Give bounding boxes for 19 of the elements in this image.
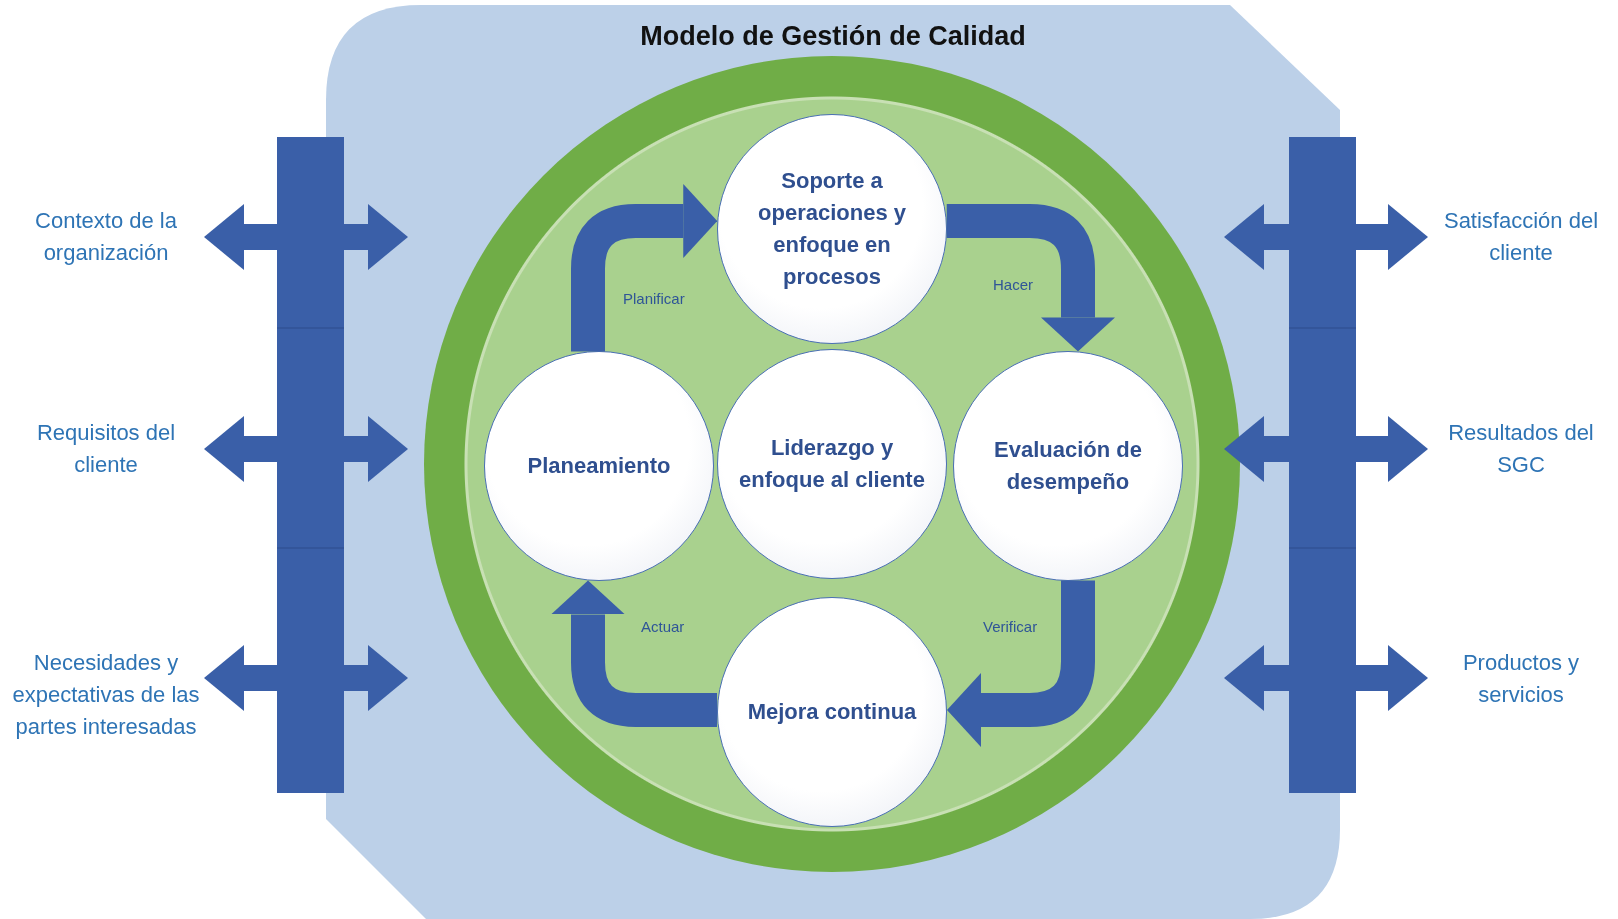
side-label: Resultados del SGC xyxy=(1447,419,1595,479)
side-label: Satisfacción del cliente xyxy=(1442,207,1600,267)
model-panel xyxy=(326,5,1340,919)
circle-label: Mejora continua xyxy=(746,698,918,726)
circle-label: Liderazgo y enfoque al cliente xyxy=(738,434,926,494)
double-arrow xyxy=(204,416,408,482)
side-label: Productos y servicios xyxy=(1461,649,1581,709)
double-arrow xyxy=(1224,204,1428,270)
double-arrow xyxy=(204,204,408,270)
double-arrow xyxy=(1224,416,1428,482)
circle-label: Planeamiento xyxy=(526,452,672,480)
side-label: Requisitos del cliente xyxy=(35,419,177,479)
side-label: Contexto de la organización xyxy=(34,207,178,267)
circle-label: Soporte a operaciones y enfoque en procesos xyxy=(757,167,907,291)
panel-title: Modelo de Gestión de Calidad xyxy=(639,21,1027,52)
circle-label: Evaluación de desempeño xyxy=(993,436,1143,496)
side-label: Necesidades y expectativas de las partes interesadas xyxy=(11,649,201,741)
double-arrow xyxy=(1224,645,1428,711)
double-arrow xyxy=(204,645,408,711)
